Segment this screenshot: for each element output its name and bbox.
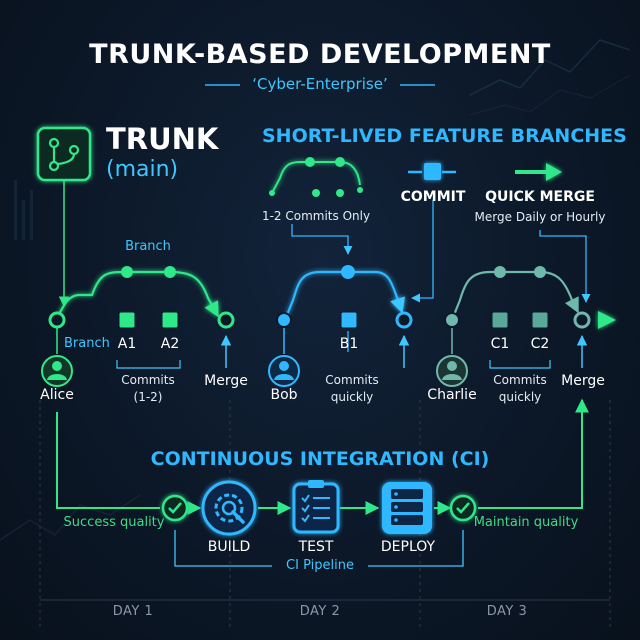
merge-label: Merge xyxy=(204,373,248,389)
success-quality-label: Success quality xyxy=(63,515,165,530)
feature-connectors xyxy=(291,200,591,303)
quick-merge-label: QUICK MERGE xyxy=(485,189,595,205)
commits-note-line1: Commits xyxy=(121,373,175,387)
day-3-label: DAY 3 xyxy=(486,604,528,619)
quick-merge-arrow-icon xyxy=(515,163,562,181)
feature-branches-heading: SHORT-LIVED FEATURE BRANCHES xyxy=(262,125,627,147)
trunk-nodes xyxy=(48,311,591,329)
branch-top-label: Branch xyxy=(125,239,171,254)
gear-wrench-icon xyxy=(201,480,257,536)
ci-heading: CONTINUOUS INTEGRATION (CI) xyxy=(150,448,490,470)
commit-label: COMMIT xyxy=(400,189,466,205)
background-chart-decoration xyxy=(0,39,631,541)
page-subtitle: ‘Cyber-Enterprise’ xyxy=(252,75,388,93)
trunk-subtitle: (main) xyxy=(106,157,179,182)
build-stage-label: BUILD xyxy=(207,539,251,555)
developer-bob: Bob xyxy=(270,387,298,403)
merge-arrows xyxy=(220,334,588,368)
commit-c1-label: C1 xyxy=(490,336,510,352)
branch-day3 xyxy=(450,266,579,321)
trunk-title: TRUNK xyxy=(106,122,219,156)
ci-loop-lines xyxy=(56,398,589,515)
commits-note-line2: (1-2) xyxy=(133,390,163,404)
day-2-label: DAY 2 xyxy=(299,604,341,619)
check-icon xyxy=(449,494,477,522)
commit-a1-label: A1 xyxy=(117,336,137,352)
commits-note-line1: Commits xyxy=(493,373,547,387)
feature-branch-illustration xyxy=(269,157,363,197)
branch-commit-dot xyxy=(341,265,355,279)
branch-day2 xyxy=(283,265,405,321)
commit-a2-label: A2 xyxy=(160,336,180,352)
server-stack-icon xyxy=(382,482,432,534)
deploy-stage-label: DEPLOY xyxy=(380,539,436,555)
check-icon xyxy=(161,494,189,522)
branch-commit-dot xyxy=(494,266,506,278)
git-branch-icon xyxy=(36,126,92,182)
trunk-line xyxy=(22,311,616,329)
ci-pipeline-label: CI Pipeline xyxy=(286,558,354,573)
branch-commit-dot xyxy=(121,266,133,278)
branch-side-label: Branch xyxy=(64,336,110,351)
commits-only-label: 1-2 Commits Only xyxy=(261,209,371,223)
avatar xyxy=(41,355,73,387)
page-title: TRUNK-BASED DEVELOPMENT xyxy=(89,39,551,70)
avatar xyxy=(268,355,300,387)
commit-symbol-icon xyxy=(408,163,456,180)
ci-pipeline-bracket xyxy=(174,530,464,567)
maintain-quality-label: Maintain quality xyxy=(473,515,579,530)
commits-note-line2: quickly xyxy=(330,390,374,404)
commits-note-line1: Commits xyxy=(325,373,379,387)
commit-brackets xyxy=(116,331,551,369)
merge-label: Merge xyxy=(561,373,605,389)
branch-commit-dot xyxy=(164,266,176,278)
commit-b1-label: B1 xyxy=(339,336,359,352)
avatar xyxy=(436,355,468,387)
commit-c2-label: C2 xyxy=(530,336,550,352)
developer-charlie: Charlie xyxy=(427,387,477,403)
merge-frequency-label: Merge Daily or Hourly xyxy=(474,210,606,224)
commits-note-line2: quickly xyxy=(498,390,542,404)
clipboard-checklist-icon xyxy=(292,480,340,534)
branch-commit-dot xyxy=(534,266,546,278)
test-stage-label: TEST xyxy=(298,539,334,555)
developer-alice: Alice xyxy=(40,387,74,403)
branch-day1 xyxy=(55,266,219,321)
day-1-label: DAY 1 xyxy=(112,604,154,619)
